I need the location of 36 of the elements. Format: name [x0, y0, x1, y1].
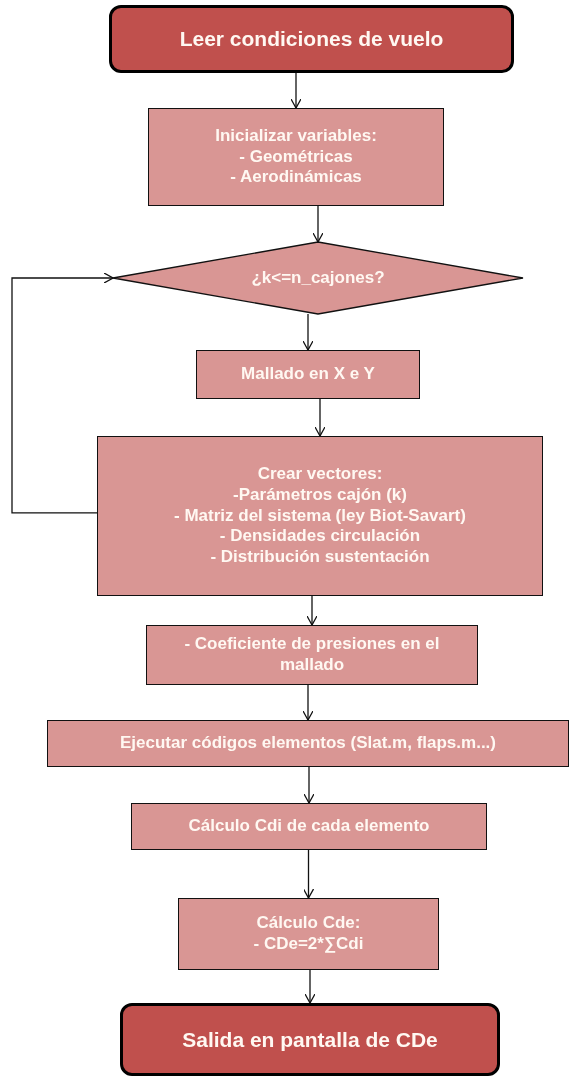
process-box — [146, 625, 478, 685]
terminal-box — [109, 5, 514, 73]
box-heading: Inicializar variables: — [214, 125, 378, 147]
box-heading: Cálculo Cde: — [255, 913, 362, 934]
box-text: ¿k<=n_cajones? — [250, 267, 386, 289]
box-text: - CDe=2*∑Cdi — [252, 934, 365, 955]
arrow — [290, 72, 302, 109]
box-text: - Matriz del sistema (ley Biot-Savart) — [173, 505, 467, 527]
box-text: - Distribución sustentación — [209, 547, 431, 568]
arrow — [306, 595, 318, 626]
box-text: Cálculo Cdi de cada elemento — [187, 816, 431, 837]
process-box — [131, 803, 487, 850]
box-text: - Densidades circulación — [218, 526, 422, 548]
arrow — [312, 205, 324, 243]
process-box — [97, 436, 543, 596]
arrow — [303, 766, 315, 804]
arrow — [304, 969, 316, 1004]
box-text: Salida en pantalla de CDe — [181, 1026, 439, 1053]
box-text: - Geométricas — [238, 146, 354, 168]
process-box — [178, 898, 439, 970]
process-box — [196, 350, 420, 399]
arrow — [302, 849, 315, 899]
terminal-box — [120, 1003, 500, 1076]
box-text: - Aerodinámicas — [229, 167, 363, 189]
box-text: Ejecutar códigos elementos (Slat.m, flaps.m...) — [119, 733, 497, 754]
arrow — [302, 684, 314, 721]
box-heading: Crear vectores: — [256, 464, 384, 485]
box-text: Leer condiciones de vuelo — [178, 26, 445, 52]
arrow — [11, 272, 114, 514]
box-text: Mallado en X e Y — [240, 364, 376, 385]
arrow — [314, 398, 326, 437]
process-box — [47, 720, 569, 767]
box-text: - Coeficiente de presiones en el mallado — [183, 634, 441, 676]
arrow — [302, 313, 314, 351]
process-box — [148, 108, 444, 206]
box-text: -Parámetros cajón (k) — [232, 484, 408, 506]
